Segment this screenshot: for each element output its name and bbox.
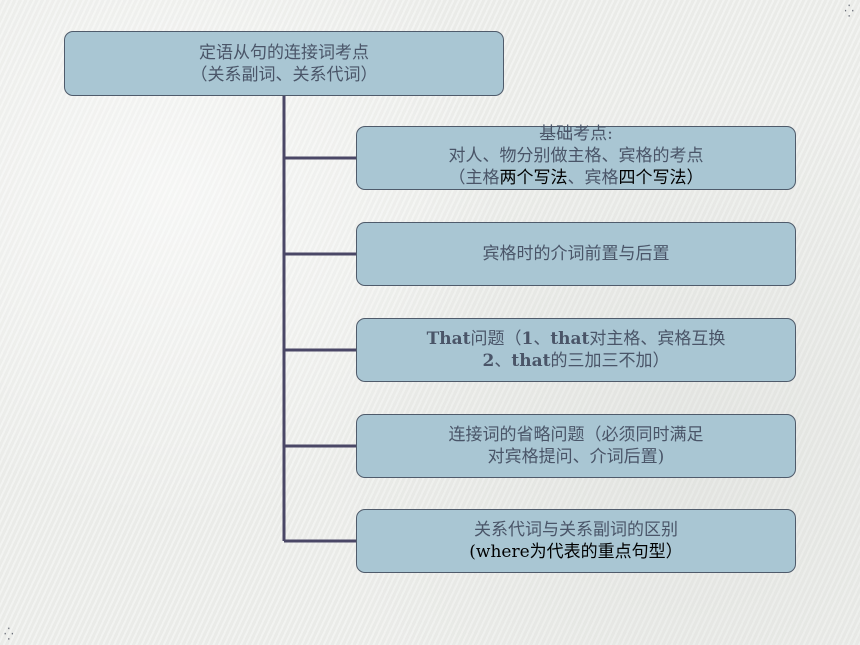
text-part: 的三加三不加） <box>550 351 670 371</box>
text-part: 1 <box>521 329 534 349</box>
text-part: That <box>426 329 471 349</box>
child-node-basics-line-2: 对人、物分别做主格、宾格的考点 <box>448 146 704 166</box>
text-part: 问题（ <box>470 329 522 349</box>
child-node-preposition-line-1: 宾格时的介词前置与后置 <box>482 244 670 264</box>
child-node-difference-line-1: 关系代词与关系副词的区别 <box>474 520 678 540</box>
child-node-basics: 基础考点: 对人、物分别做主格、宾格的考点 （主格两个写法、宾格四个写法） <box>356 124 796 190</box>
child-node-difference-line-2: (where为代表的重点句型） <box>469 542 683 562</box>
root-node-line-2: （关系副词、关系代词） <box>190 64 378 85</box>
root-node-line-1: 定语从句的连接词考点 <box>199 42 369 63</box>
root-node: 定语从句的连接词考点 （关系副词、关系代词） <box>64 31 504 96</box>
corner-ornament-top-right: ⁛ <box>844 4 854 18</box>
text-part: 、宾格 <box>567 168 619 188</box>
emphasis-part: 两个写法 <box>499 168 568 188</box>
text-part: 对主格、宾格互换 <box>589 329 726 349</box>
text-part: that <box>511 351 551 371</box>
child-node-basics-line-1: 基础考点: <box>539 124 613 144</box>
text-part: 、 <box>494 351 512 371</box>
emphasis-part: 四个写法） <box>618 168 704 188</box>
child-node-omission-line-1: 连接词的省略问题（必须同时满足 <box>448 425 704 445</box>
text-part: that <box>550 329 590 349</box>
child-node-that: That问题（1、that对主格、宾格互换 2、that的三加三不加） <box>356 318 796 382</box>
child-node-omission-line-2: 对宾格提问、介词后置) <box>487 447 665 467</box>
corner-ornament-bottom-left: ⁛ <box>4 627 14 641</box>
text-part: （主格 <box>448 168 500 188</box>
child-node-that-line-1: That问题（1、that对主格、宾格互换 <box>427 328 726 350</box>
text-part: 、 <box>533 329 551 349</box>
text-part: 2 <box>482 351 495 371</box>
child-node-that-line-2: 2、that的三加三不加） <box>483 350 670 372</box>
child-node-difference: 关系代词与关系副词的区别 (where为代表的重点句型） <box>356 509 796 573</box>
child-node-omission: 连接词的省略问题（必须同时满足 对宾格提问、介词后置) <box>356 414 796 478</box>
child-node-preposition: 宾格时的介词前置与后置 <box>356 222 796 286</box>
child-node-basics-line-3: （主格两个写法、宾格四个写法） <box>449 167 704 189</box>
